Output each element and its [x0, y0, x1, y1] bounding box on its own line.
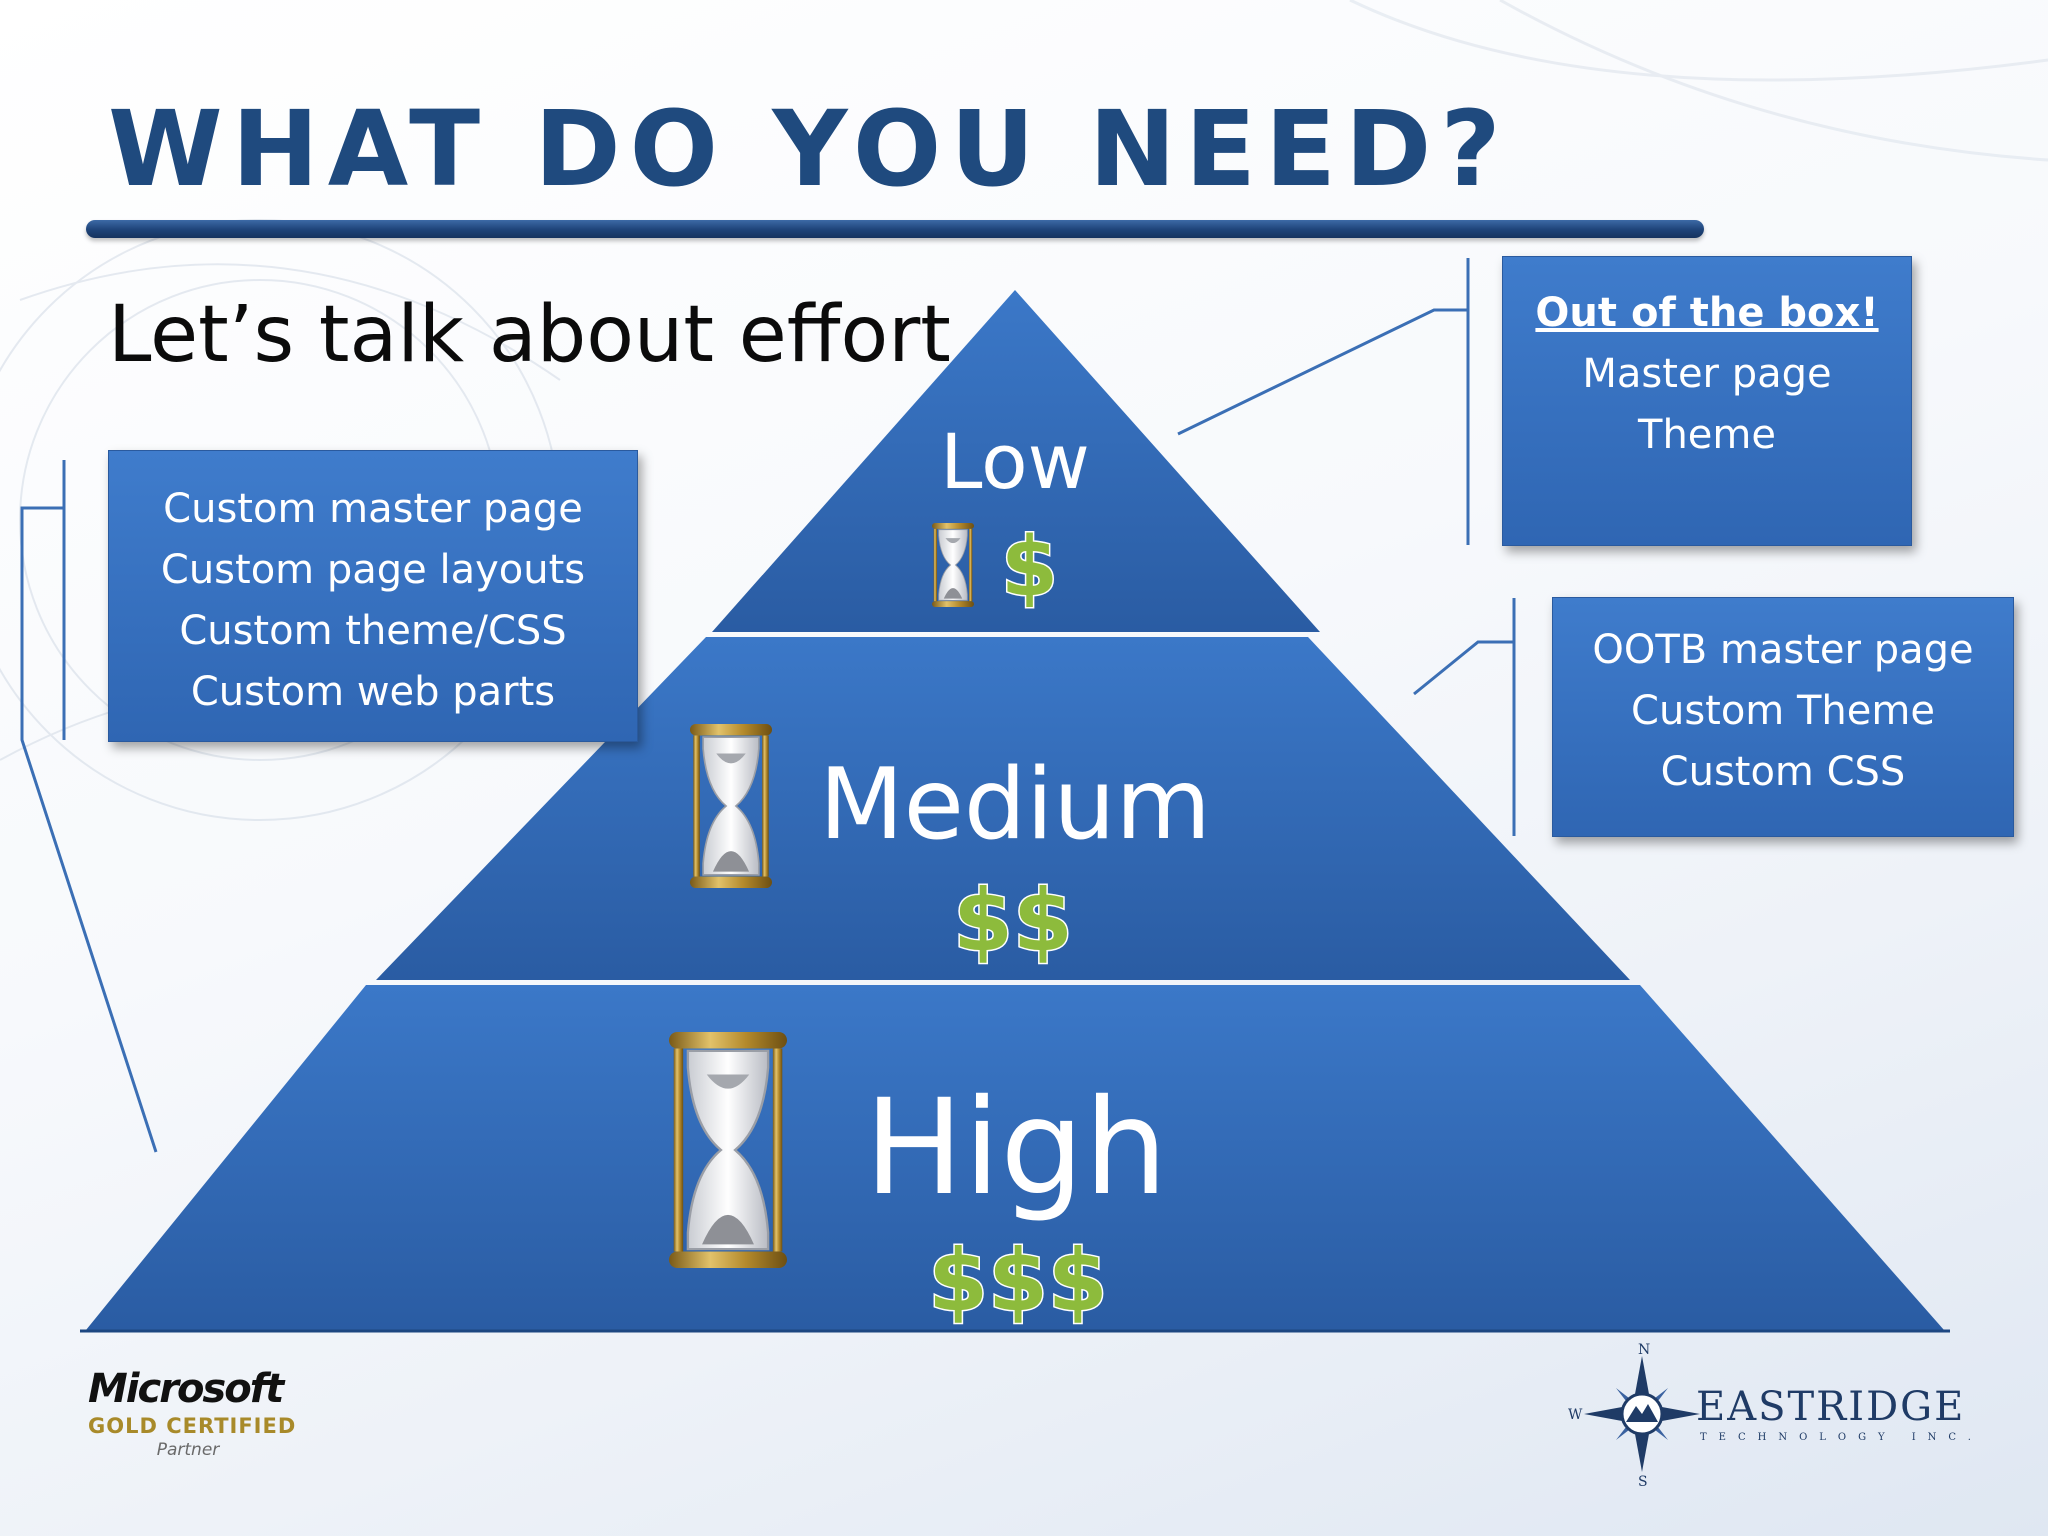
callout-item: Theme	[1638, 412, 1776, 458]
callout-heading: Out of the box!	[1535, 290, 1879, 336]
callout-medium-effort: OOTB master page Custom Theme Custom CSS	[1552, 597, 2014, 837]
tier-label-low: Low	[940, 417, 1090, 506]
callout-item: Custom master page	[163, 486, 583, 532]
callout-item: Custom web parts	[190, 669, 556, 715]
callout-item: Master page	[1582, 351, 1832, 397]
title-underline	[86, 220, 1704, 238]
partner-label: Partner	[156, 1440, 220, 1460]
callout-item: Custom CSS	[1660, 749, 1906, 795]
compass-n: N	[1638, 1342, 1650, 1358]
pyramid-tier-high	[86, 985, 1944, 1330]
pyramid-tier-low	[712, 290, 1320, 632]
cost-low: $	[1001, 520, 1058, 615]
eastridge-logo: N W S EASTRIDGE TECHNOLOGY INC.	[1560, 1340, 2010, 1490]
compass-icon: N W S	[1568, 1342, 1700, 1490]
slide-subtitle: Let’s talk about effort	[108, 290, 951, 380]
slide-title: WHAT DO YOU NEED?	[108, 88, 1510, 210]
compass-w: W	[1568, 1407, 1583, 1423]
cost-medium: $$	[953, 871, 1073, 971]
eastridge-tagline: TECHNOLOGY INC.	[1700, 1432, 1983, 1443]
compass-s: S	[1638, 1474, 1648, 1490]
microsoft-gold-partner-logo: Microsoft GOLD CERTIFIED Partner	[88, 1366, 308, 1460]
callout-item: OOTB master page	[1592, 627, 1974, 673]
callout-item: Custom theme/CSS	[179, 608, 567, 654]
callout-item: Custom Theme	[1631, 688, 1935, 734]
tier-label-high: High	[864, 1071, 1167, 1225]
pyramid-tier-medium	[376, 637, 1630, 980]
cost-high: $$$	[928, 1231, 1108, 1331]
eastridge-wordmark: EASTRIDGE	[1696, 1384, 1966, 1430]
callout-low-effort: Out of the box! Master page Theme	[1502, 256, 1912, 546]
gold-certified-label: GOLD CERTIFIED	[88, 1414, 297, 1438]
tier-label-medium: Medium	[819, 748, 1211, 862]
callout-item: Custom page layouts	[160, 547, 586, 593]
microsoft-wordmark: Microsoft	[88, 1366, 284, 1412]
callout-high-effort: Custom master page Custom page layouts C…	[108, 450, 638, 742]
